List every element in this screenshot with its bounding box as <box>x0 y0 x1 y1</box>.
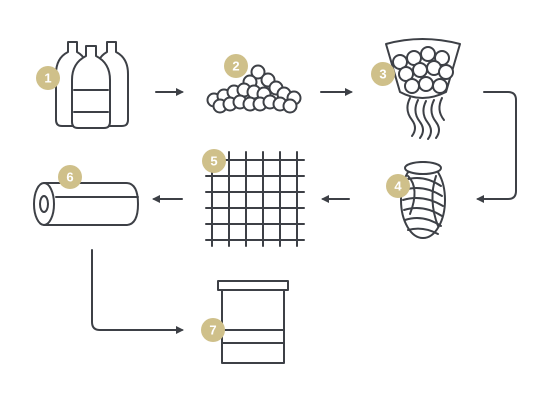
container-icon <box>217 280 289 364</box>
pellet <box>282 98 298 114</box>
step-number: 1 <box>44 71 51 86</box>
melting-hopper-icon <box>385 38 461 140</box>
arrow-6-to-7 <box>91 249 184 334</box>
step-number: 7 <box>209 323 216 338</box>
pellet <box>250 64 266 80</box>
pellet <box>404 78 420 94</box>
step-badge-5: 5 <box>202 149 226 173</box>
pellet <box>432 78 448 94</box>
step-number: 4 <box>394 179 402 194</box>
step-badge-4: 4 <box>386 174 410 198</box>
fiber-spool-icon <box>400 161 446 239</box>
pellet <box>438 64 454 80</box>
pellet <box>412 62 428 78</box>
step-badge-2: 2 <box>224 54 248 78</box>
step-badge-3: 3 <box>371 62 395 86</box>
pellet <box>418 76 434 92</box>
step-badge-7: 7 <box>201 318 225 342</box>
plastic-bottles-icon <box>55 41 129 129</box>
step-badge-6: 6 <box>58 165 82 189</box>
step-number: 2 <box>232 59 239 74</box>
arrow-3-to-4 <box>476 91 517 203</box>
pellet <box>420 46 436 62</box>
step-number: 6 <box>66 170 73 185</box>
pellets-pile-icon <box>206 64 302 114</box>
step-number: 5 <box>210 154 217 169</box>
fabric-roll-icon <box>33 182 139 226</box>
step-number: 3 <box>379 67 386 82</box>
step-badge-1: 1 <box>36 66 60 90</box>
